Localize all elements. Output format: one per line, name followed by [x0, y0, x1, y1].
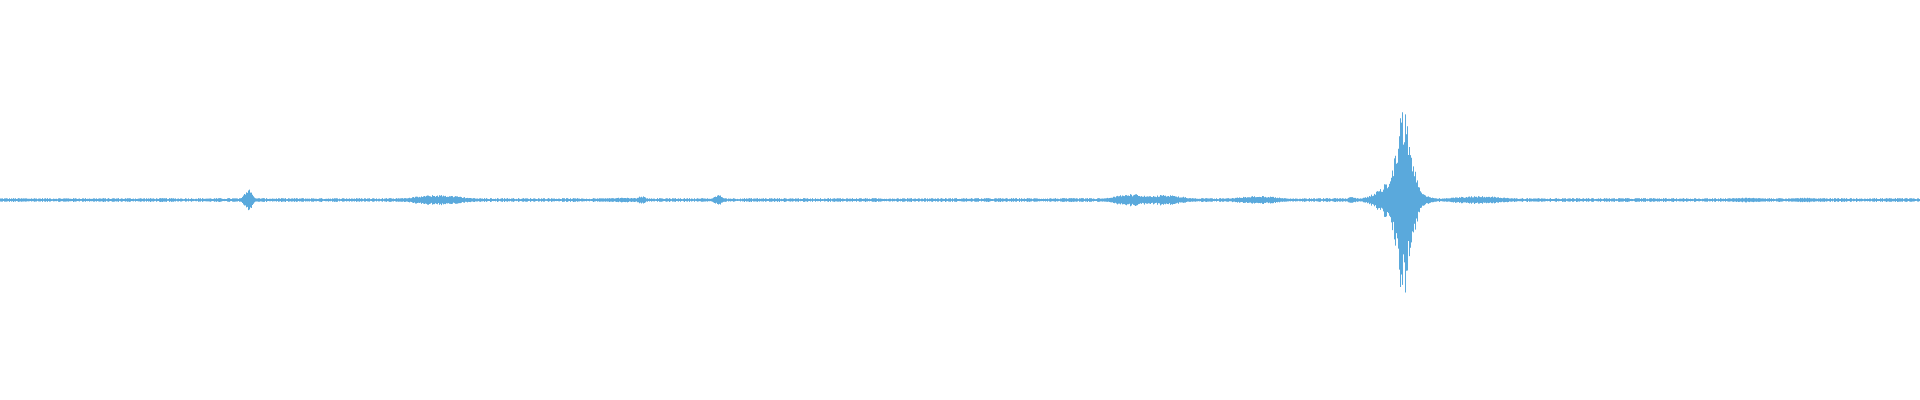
waveform-bars — [0, 112, 1920, 293]
waveform-signal — [0, 112, 1920, 293]
